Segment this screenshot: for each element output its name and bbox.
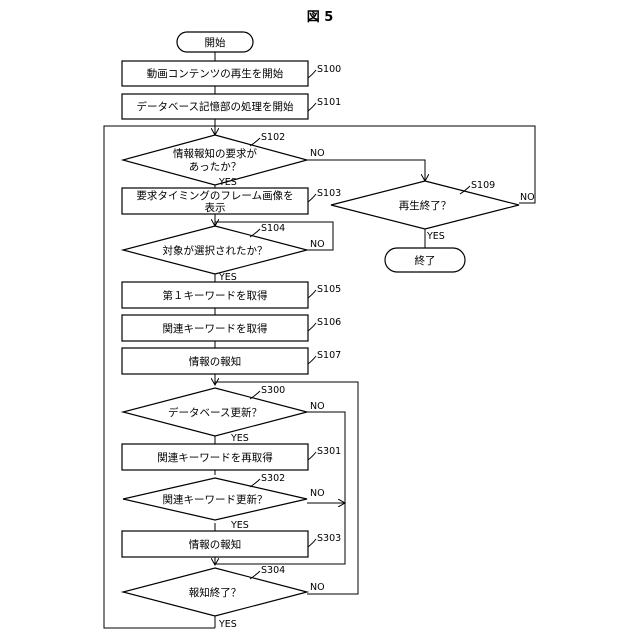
branch-yes-s300: YES [230, 433, 249, 444]
branch-yes-s304: YES [218, 619, 237, 630]
step-label-s302: S302 [261, 473, 285, 484]
step-label-s300: S300 [261, 385, 285, 396]
decision-s104-label: 対象が選択されたか？ [163, 244, 268, 257]
branch-no-s300: NO [310, 401, 325, 412]
decision-s109-label: 再生終了？ [399, 199, 452, 212]
branch-no-s102: NO [310, 148, 325, 159]
process-s105-label: 第１キーワードを取得 [163, 289, 268, 302]
step-label-s109: S109 [471, 180, 495, 191]
process-s103-line2: 表示 [205, 201, 226, 214]
process-s303-label: 情報の報知 [189, 538, 242, 551]
step-label-s100: S100 [317, 64, 341, 75]
branch-yes-s302: YES [230, 520, 249, 531]
step-label-s102: S102 [261, 132, 285, 143]
figure-title: 図 5 [307, 10, 334, 25]
step-label-s303: S303 [317, 533, 341, 544]
step-label-s106: S106 [317, 317, 341, 328]
branch-no-s302: NO [310, 488, 325, 499]
decision-s102-line1: 情報報知の要求が [173, 147, 257, 160]
process-s301-label: 関連キーワードを再取得 [157, 451, 273, 464]
step-label-s104: S104 [261, 223, 285, 234]
process-s100-label: 動画コンテンツの再生を開始 [147, 67, 284, 80]
decision-s300-label: データベース更新？ [168, 406, 262, 419]
process-s107-label: 情報の報知 [189, 355, 242, 368]
step-label-s301: S301 [317, 446, 341, 457]
branch-yes-s102: YES [218, 177, 237, 188]
decision-s102-line2: あったか？ [189, 161, 242, 173]
step-label-s107: S107 [317, 350, 341, 361]
end-label: 終了 [415, 254, 436, 267]
decision-s304-label: 報知終了？ [189, 586, 242, 599]
decision-s302-label: 関連キーワード更新？ [163, 493, 268, 506]
start-label: 開始 [205, 36, 226, 49]
branch-no-s104: NO [310, 239, 325, 250]
process-s106-label: 関連キーワードを取得 [163, 322, 268, 335]
branch-no-s109: NO [520, 192, 535, 203]
step-label-s304: S304 [261, 565, 285, 576]
step-label-s105: S105 [317, 284, 341, 295]
process-s101-label: データベース記憶部の処理を開始 [137, 100, 294, 113]
process-s103-line1: 要求タイミングのフレーム画像を [136, 189, 293, 202]
branch-yes-s109: YES [426, 231, 445, 242]
branch-yes-s104: YES [218, 272, 237, 283]
step-label-s103: S103 [317, 188, 341, 199]
branch-no-s304: NO [310, 582, 325, 593]
step-label-s101: S101 [317, 97, 341, 108]
